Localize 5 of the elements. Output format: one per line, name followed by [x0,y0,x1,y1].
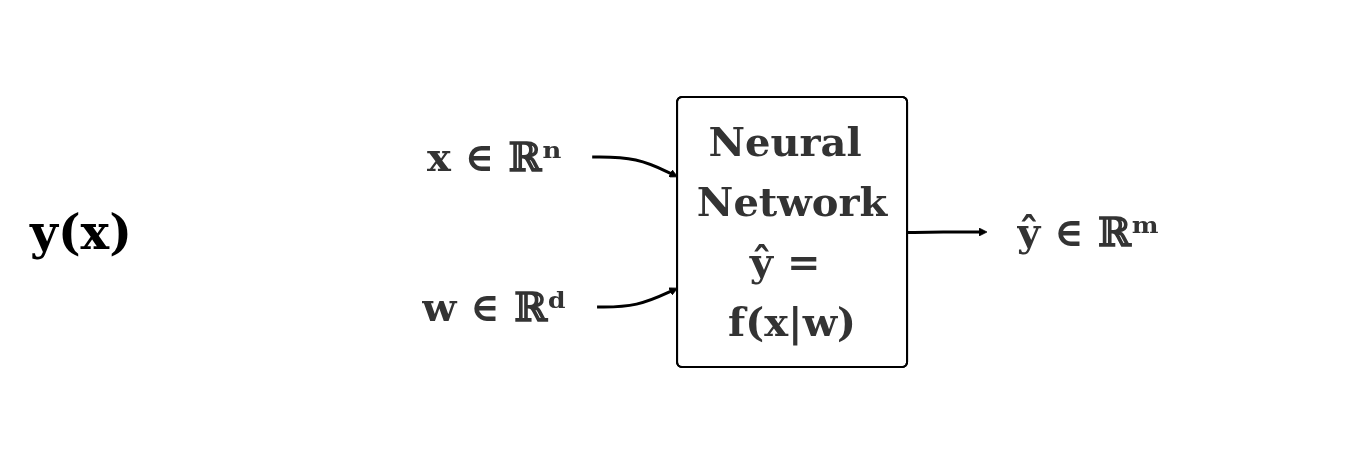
node-text: ŷ ∈ ℝᵐ [1017,207,1161,255]
node-text: x ∈ ℝⁿ [427,132,563,180]
arrow [907,227,988,236]
formula-label: y(x) [30,203,133,260]
node-text: w ∈ ℝᵈ [422,282,568,330]
